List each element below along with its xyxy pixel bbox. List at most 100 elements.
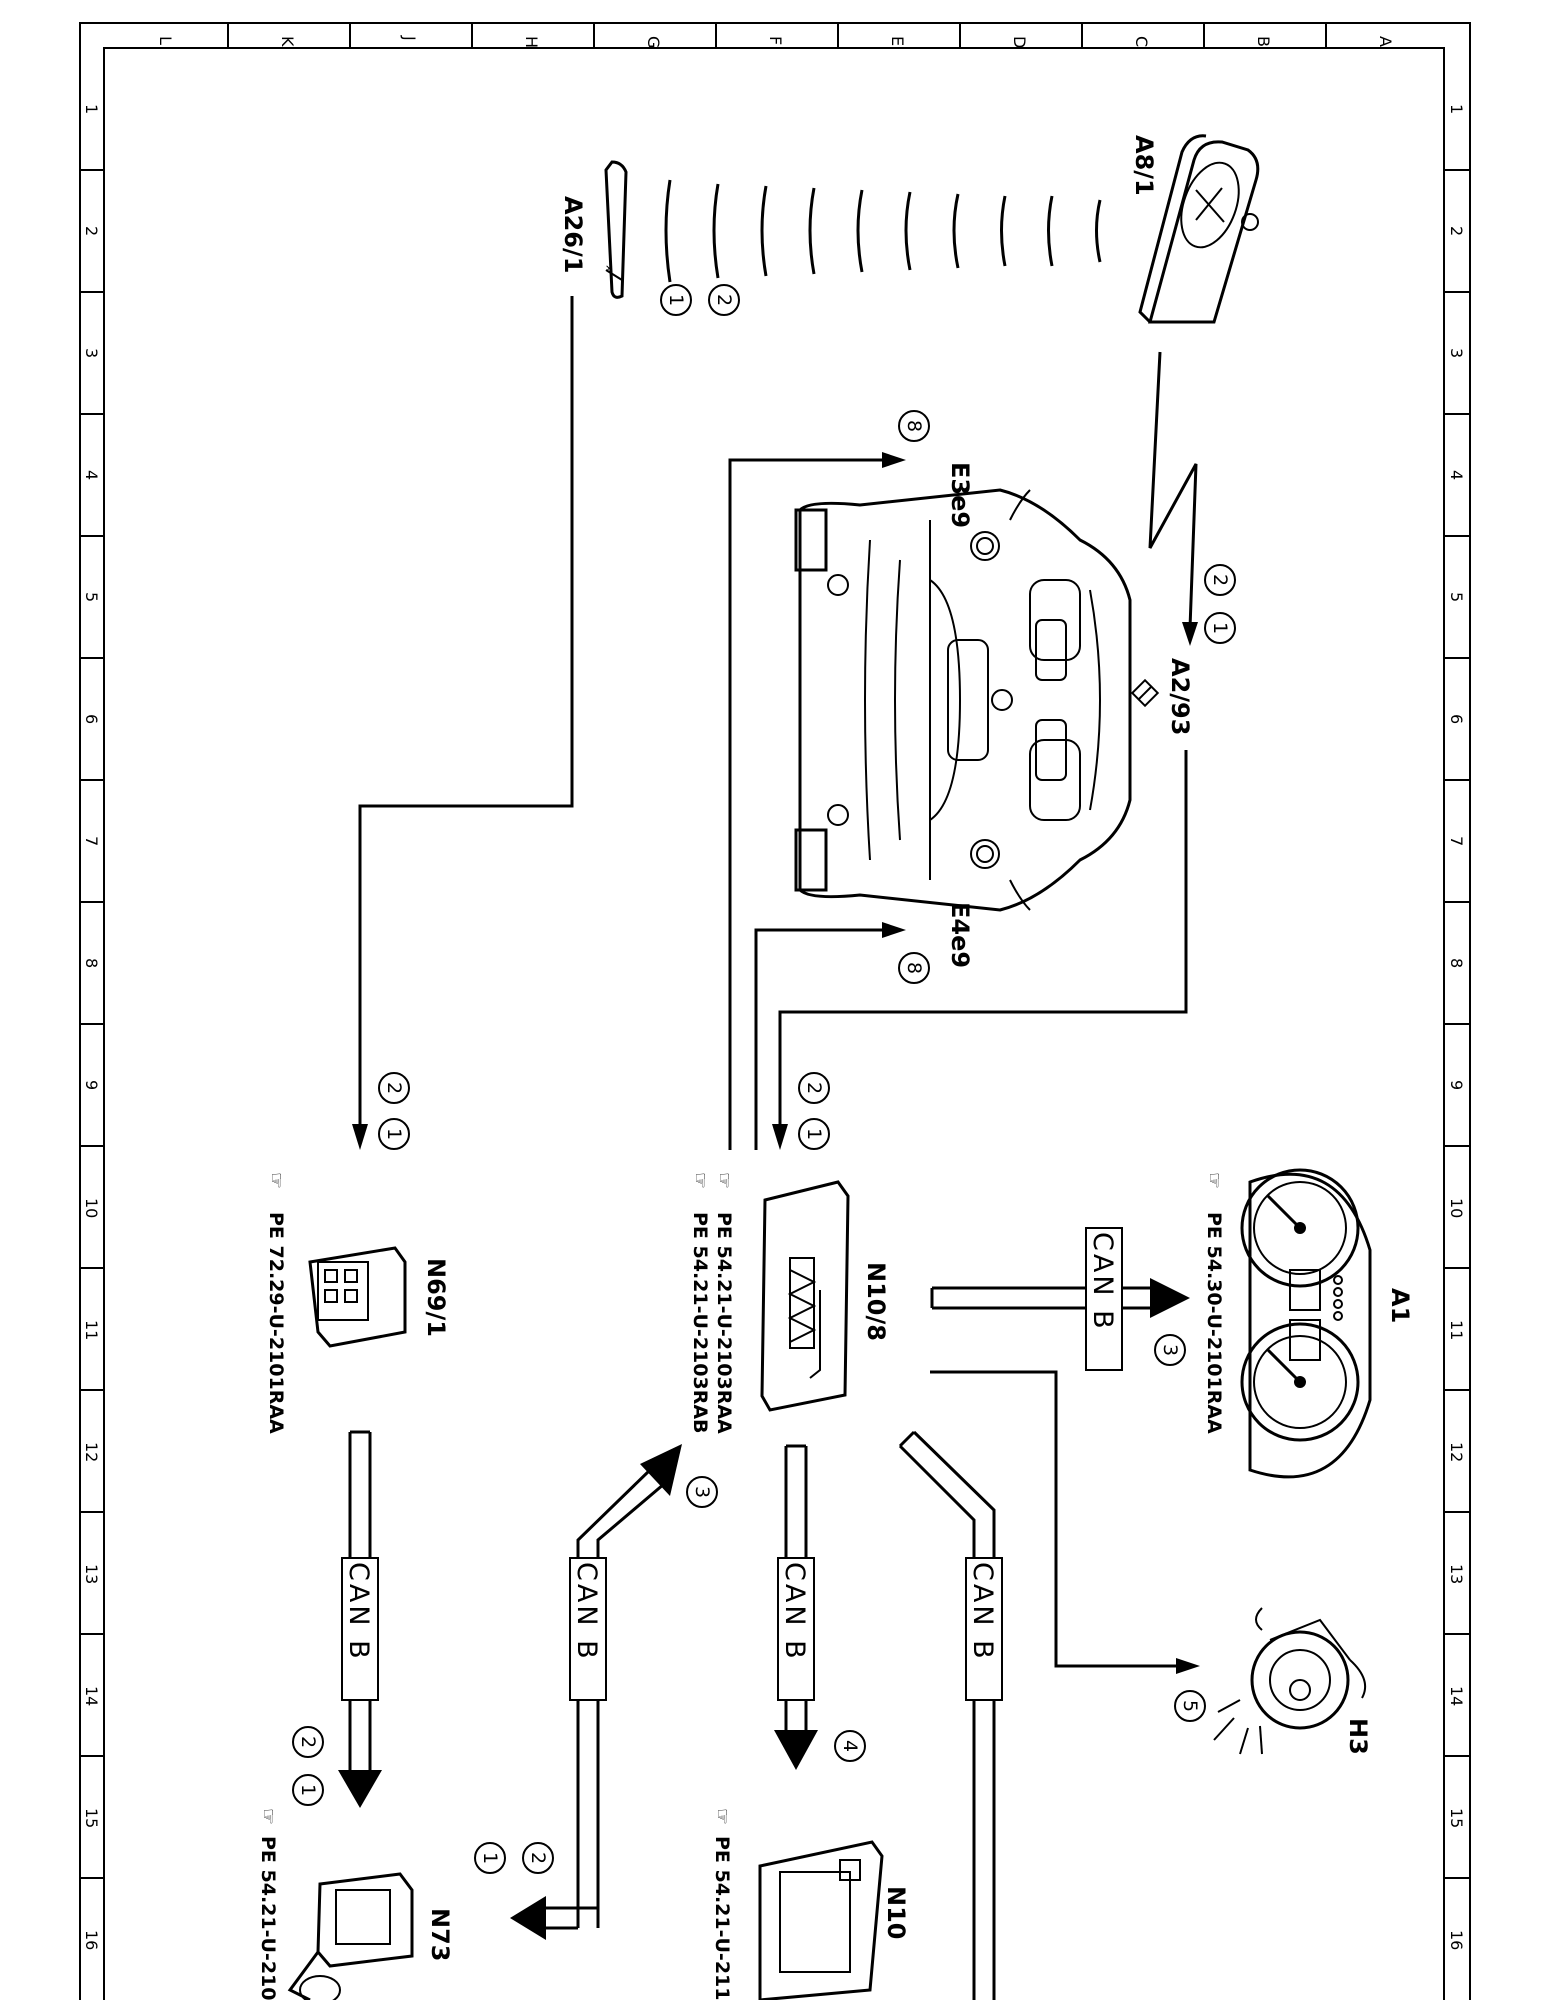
step-2-n10-8: 2 [803, 1082, 825, 1094]
wire-n10-8-to-e4e9 [754, 928, 890, 1150]
wire-a2-93-to-n10-8 [778, 750, 1188, 1130]
pointing-hand-icon: ☞ [257, 1808, 279, 1825]
step-5-h3: 5 [1179, 1700, 1201, 1712]
grid-row-14: 14 [82, 1686, 101, 1706]
can-label-n10: CAN B [779, 1562, 810, 1662]
step-2-n73-a: 2 [527, 1852, 549, 1864]
step-markers-a26-1: 2 1 [660, 284, 740, 316]
can-label-a1: CAN B [1087, 1232, 1118, 1332]
grid-row-9: 9 [82, 1080, 101, 1090]
grid-row-3: 3 [82, 348, 101, 358]
pointing-hand-icon: ☞ [1203, 1172, 1225, 1189]
step-8-e3e9: 8 [903, 420, 925, 432]
can-label-n73-b: CAN B [343, 1562, 374, 1662]
rf-signal-line [1148, 351, 1198, 629]
instrument-cluster-a1 [1240, 1168, 1372, 1479]
label-a1: A1 [1386, 1288, 1414, 1323]
grid-col-k: K [278, 36, 297, 47]
grid-col-j: J [400, 35, 419, 41]
step-1-n10-8: 1 [803, 1128, 825, 1140]
grid-col-f: F [766, 36, 785, 45]
grid-row-labels-right: 1 2 3 4 5 6 7 8 9 10 11 12 13 14 15 16 [1447, 104, 1466, 1950]
grid-row-3-right: 3 [1447, 348, 1466, 358]
can-label-n73-a: CAN B [571, 1562, 602, 1662]
step-2-n73-b: 2 [297, 1736, 319, 1748]
label-a26-1: A26/1 [559, 196, 587, 273]
module-n69-1 [308, 1246, 407, 1348]
step-1-a26-1: 1 [665, 294, 687, 306]
grid-col-c: C [1132, 36, 1151, 47]
grid-row-7-right: 7 [1447, 836, 1466, 846]
grid-col-e: E [888, 36, 907, 46]
wire-n10-8-to-e3e9 [728, 458, 890, 1150]
pointing-hand-icon: ☞ [711, 1808, 733, 1825]
grid-row-8: 8 [82, 958, 101, 968]
ref-n10: PE 54.21-U-2114RAB [711, 1836, 733, 2000]
remote-key-a8-1 [1138, 134, 1260, 324]
step-3-a1: 3 [1159, 1344, 1181, 1356]
step-1-n73-a: 1 [479, 1852, 501, 1864]
transponder-diamond-icon [1130, 678, 1160, 708]
label-a2-93: A2/93 [1166, 658, 1194, 735]
label-e4e9: E4e9 [946, 902, 974, 968]
module-n10-8 [760, 1180, 850, 1412]
door-handle-a26-1: ✕ [604, 160, 628, 299]
grid-row-15: 15 [82, 1808, 101, 1828]
grid-row-5: 5 [82, 592, 101, 602]
can-bus-n69-1-to-n73: CAN B 2 1 [292, 1430, 382, 1808]
can-bus-n10-8-branch: CAN B [898, 1430, 1003, 2000]
grid-row-9-right: 9 [1447, 1080, 1466, 1090]
grid-row-10-right: 10 [1447, 1198, 1466, 1218]
can-label-branch: CAN B [967, 1562, 998, 1662]
label-n10-8: N10/8 [862, 1262, 890, 1341]
pointing-hand-icon: ☞ [265, 1172, 287, 1189]
ignition-switch-n73 [287, 1872, 414, 2000]
grid-column-labels: L K J H G F E D C B A [156, 35, 1395, 48]
grid-row-14-right: 14 [1447, 1686, 1466, 1706]
can-bus-n73-to-n10-8: CAN B 3 2 1 [474, 1444, 718, 1940]
grid-row-2: 2 [82, 226, 101, 236]
label-n69-1: N69/1 [422, 1258, 450, 1337]
grid-row-2-right: 2 [1447, 226, 1466, 236]
grid-row-6: 6 [82, 714, 101, 724]
grid-row-7: 7 [82, 836, 101, 846]
wire-a26-1-to-n69-1 [358, 296, 574, 1130]
grid-col-l: L [156, 36, 175, 45]
step-4-n10: 4 [839, 1740, 861, 1752]
refs-n10-8: PE 54.21-U-2103RAA PE 54.21-U-2103RAB ☞ … [689, 1172, 735, 1434]
step-1-n69-1: 1 [383, 1128, 405, 1140]
horn-h3 [1213, 1607, 1366, 1755]
grid-row-10: 10 [82, 1198, 101, 1218]
drawing-frame [79, 22, 1471, 2000]
step-3-n10-8: 3 [691, 1486, 713, 1498]
grid-col-h: H [522, 36, 541, 48]
grid-col-d: D [1010, 36, 1029, 48]
module-n10 [758, 1840, 884, 2000]
step-1-a2-93: 1 [1209, 622, 1231, 634]
grid-row-11: 11 [82, 1320, 101, 1340]
svg-text:✕: ✕ [605, 264, 613, 275]
label-n10: N10 [882, 1886, 910, 1939]
ref-n10-8-b: PE 54.21-U-2103RAB [689, 1212, 711, 1434]
grid-row-12: 12 [82, 1442, 101, 1462]
grid-row-11-right: 11 [1447, 1320, 1466, 1340]
can-bus-n10-8-to-a1: CAN B 3 [930, 1227, 1190, 1371]
grid-row-labels-left: 1 2 3 4 5 6 7 8 9 10 11 12 13 14 15 16 [82, 104, 101, 1950]
grid-row-12-right: 12 [1447, 1442, 1466, 1462]
step-2-n69-1: 2 [383, 1082, 405, 1094]
grid-col-a: A [1376, 36, 1395, 47]
grid-col-b: B [1254, 36, 1273, 47]
grid-row-4: 4 [82, 470, 101, 480]
label-e3e9: E3e9 [946, 462, 974, 528]
step-8-e4e9: 8 [903, 962, 925, 974]
step-2-a26-1: 2 [713, 294, 735, 306]
grid-row-15-right: 15 [1447, 1808, 1466, 1828]
can-bus-n10-8-to-n10: CAN B 4 [774, 1444, 866, 1770]
label-a8-1: A8/1 [1130, 135, 1158, 196]
pointing-hand-icon: ☞ [689, 1172, 711, 1189]
pointing-hand-icon: ☞ [713, 1172, 735, 1189]
label-h3: H3 [1344, 1718, 1372, 1755]
grid-row-5-right: 5 [1447, 592, 1466, 602]
step-2-a2-93: 2 [1209, 574, 1231, 586]
